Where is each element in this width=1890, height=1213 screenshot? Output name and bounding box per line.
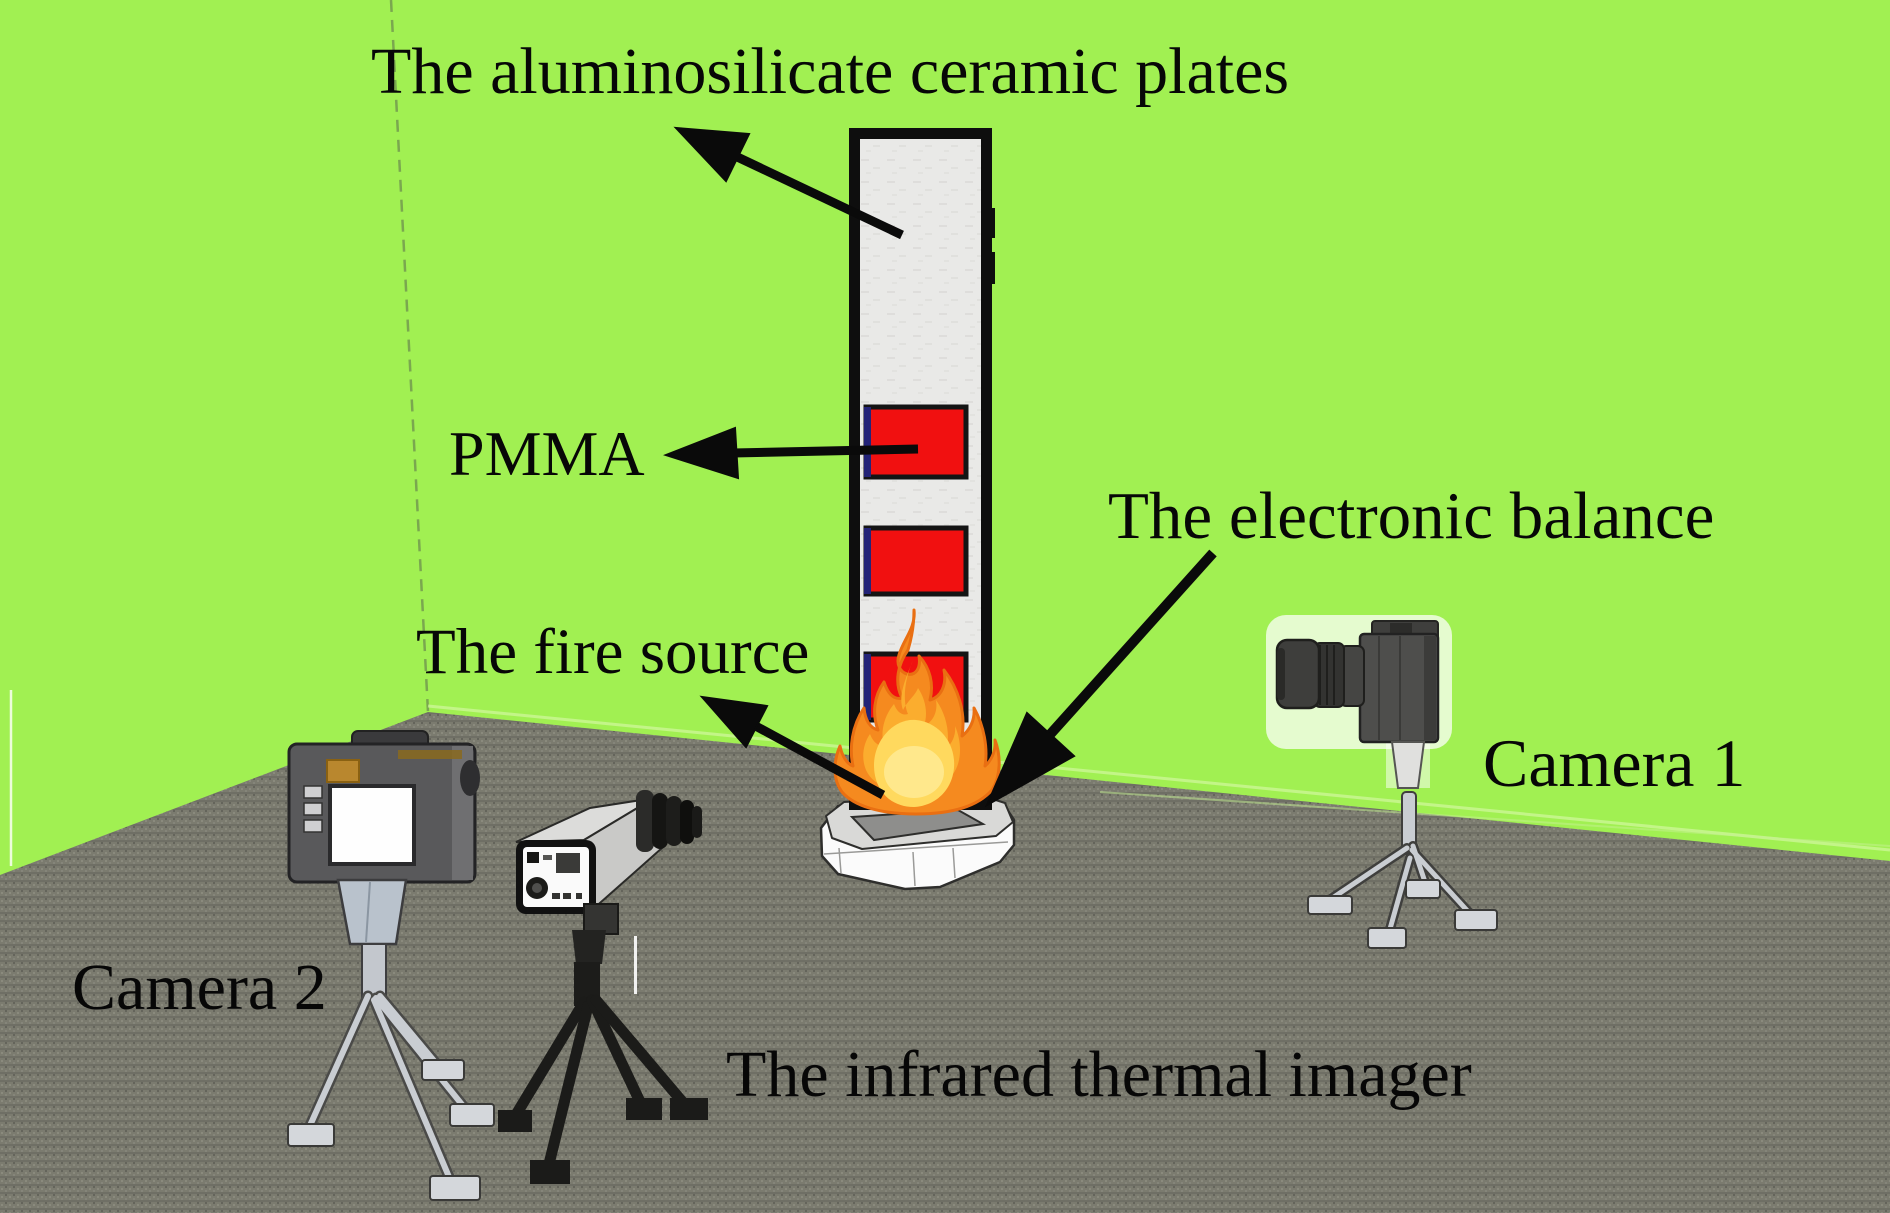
ceramic-plates-arrow	[673, 126, 904, 240]
camera1-body-edge	[1424, 636, 1436, 740]
electronic-balance-arrow	[984, 549, 1217, 808]
wall-base-highlight	[427, 704, 1890, 852]
pmma-sample-top	[863, 404, 969, 480]
camera-1	[1266, 615, 1498, 949]
imager-front-panel	[516, 840, 596, 914]
camera2-tripod-foot-1	[287, 1123, 335, 1147]
camera2-mount-seam	[365, 881, 371, 943]
imager-mount	[583, 903, 619, 935]
camera2-top-strip	[398, 750, 462, 759]
imager-front-mark-4	[576, 893, 582, 899]
wall-base-highlight-2	[1099, 791, 1890, 847]
camera1-tripod-foot-2	[1367, 927, 1407, 949]
imager-front-mark-2	[552, 893, 560, 899]
infrared-thermal-imager	[498, 790, 708, 1184]
imager-tripod	[498, 962, 708, 1184]
camera2-tripod-foot-2	[429, 1175, 481, 1201]
balance-seam-1	[838, 847, 842, 874]
imager-front-display	[556, 853, 580, 873]
imager-tripod-foot-1	[498, 1110, 532, 1132]
label-camera-2: Camera 2	[72, 951, 327, 1024]
camera2-lens-sliver	[460, 760, 480, 796]
imager-tripod-foot-4	[670, 1098, 708, 1120]
imager-front-square	[527, 852, 539, 863]
camera1-top-bump	[1390, 623, 1412, 635]
fire-source-arrow	[699, 695, 886, 799]
imager-mount-neck	[572, 930, 606, 964]
camera1-tripod-foot-3	[1405, 879, 1441, 899]
camera2-buttons	[303, 785, 323, 833]
balance-seam-3	[952, 847, 956, 879]
camera1-mount	[1390, 741, 1426, 789]
pmma-sample-middle-edge	[864, 528, 871, 594]
camera1-tripod	[1307, 791, 1498, 949]
pmma-sample-bottom-edge	[864, 654, 871, 720]
imager-lens	[636, 790, 702, 852]
annotation-arrows	[663, 126, 1217, 808]
camera-2	[287, 730, 495, 1201]
panel-edge-notch-2	[988, 252, 995, 284]
camera2-tripod	[287, 943, 495, 1201]
label-fire-source: The fire source	[416, 616, 810, 688]
imager-tripod-foot-2	[530, 1160, 570, 1184]
camera1-tripod-foot-1	[1307, 895, 1353, 915]
imager-tripod-foot-3	[626, 1098, 662, 1120]
balance-seam-2	[912, 851, 916, 887]
imager-knob-center	[532, 883, 542, 893]
flame-core-highlight	[884, 746, 944, 798]
label-pmma: PMMA	[449, 418, 645, 489]
flame-icon	[833, 608, 1001, 816]
imager-front-mark-3	[563, 893, 571, 899]
camera1-lens-front	[1277, 648, 1285, 700]
label-camera-1: Camera 1	[1483, 725, 1746, 801]
camera2-tripod-foot-4	[449, 1103, 495, 1127]
camera2-mount	[336, 878, 408, 946]
label-ir-imager: The infrared thermal imager	[726, 1038, 1472, 1111]
pmma-sample-middle	[863, 525, 969, 597]
camera2-screen	[328, 784, 416, 866]
balance-crease	[823, 841, 1009, 855]
floor-white-tick	[634, 936, 637, 994]
camera2-orange-patch	[326, 759, 360, 783]
label-ceramic-plates: The aluminosilicate ceramic plates	[371, 35, 1290, 108]
camera2-tripod-foot-3	[421, 1059, 465, 1081]
imager-front-mark-1	[543, 855, 552, 860]
camera1-lens	[1275, 638, 1365, 710]
label-electronic-balance: The electronic balance	[1108, 479, 1715, 553]
pmma-sample-top-edge	[864, 407, 871, 477]
panel-edge-notch-1	[988, 208, 995, 238]
pmma-arrow	[663, 426, 919, 480]
camera1-tripod-foot-4	[1454, 909, 1498, 931]
